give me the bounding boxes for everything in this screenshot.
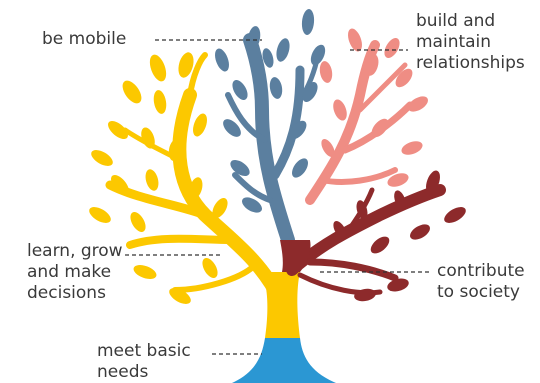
label-contribute-line-1: contribute: [437, 261, 525, 281]
label-contribute-society: contribute to society: [437, 261, 525, 303]
label-build-line-3: relationships: [416, 53, 525, 73]
trunk-society-section: [280, 240, 311, 272]
label-contribute-line-2: to society: [437, 282, 520, 302]
leaves-mobile: [215, 9, 326, 213]
label-learn-grow: learn, grow and make decisions: [27, 241, 123, 304]
label-basic-needs: meet basic needs: [97, 341, 191, 383]
label-learn-line-3: decisions: [27, 283, 106, 303]
leaves-learn-grow: [89, 52, 228, 304]
label-be-mobile: be mobile: [42, 29, 127, 49]
leaves-relationships: [319, 28, 428, 187]
label-basic-line-1: meet basic: [97, 341, 191, 361]
label-basic-line-2: needs: [97, 362, 149, 382]
label-learn-line-1: learn, grow: [27, 241, 123, 261]
label-build-relationships: build and maintain relationships: [416, 11, 525, 74]
label-build-line-2: maintain: [416, 32, 492, 52]
label-build-line-1: build and: [416, 11, 496, 31]
tree-base-basic-needs: [232, 338, 336, 383]
label-learn-line-2: and make: [27, 262, 112, 282]
branches-mobile: [225, 33, 321, 247]
leaves-society: [333, 170, 466, 302]
branches-society: [286, 184, 446, 296]
leader-lines: [125, 39, 430, 355]
